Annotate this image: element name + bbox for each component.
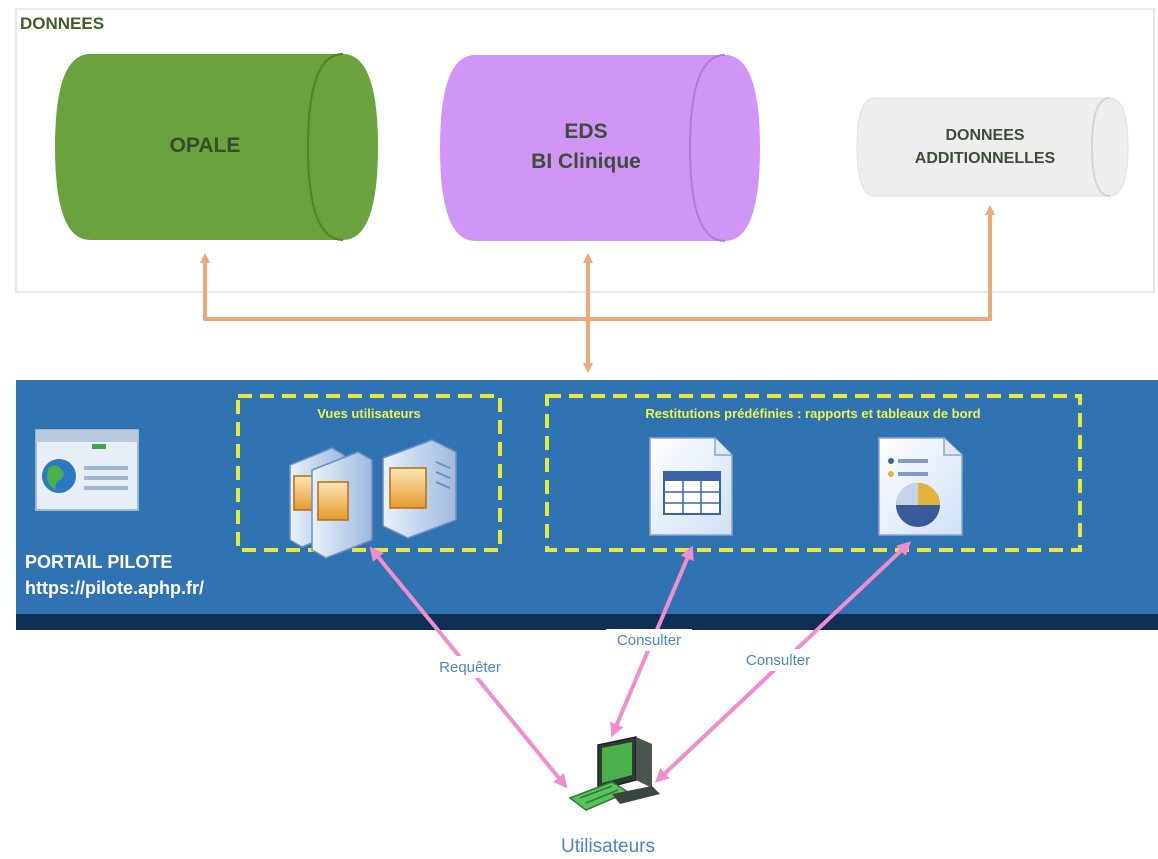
datasource-additional: DONNEES ADDITIONNELLES [856,97,1129,197]
datasource-opale: OPALE [55,53,378,241]
predefined-reports-title: Restitutions prédéfinies : rapports et t… [645,406,980,421]
datasource-eds-label-line2: BI Clinique [531,150,641,173]
flow-consult-report-label: Consulter [746,652,810,669]
flow-query-label: Requêter [439,659,501,676]
user-views-servers-icon [289,439,457,559]
flow-consult-table-label: Consulter [617,632,681,649]
datasource-eds: EDS BI Clinique [440,54,760,242]
user-views-group: Vues utilisateurs [236,394,502,559]
users-label: Utilisateurs [561,836,655,857]
data-section-title: DONNEES [20,14,104,33]
datasource-eds-label-line1: EDS [564,120,607,143]
portal-panel [16,380,1158,614]
user-views-frame [236,394,502,552]
users-computer-icon [568,736,660,811]
table-report-icon [649,437,733,536]
portal-browser-icon [35,429,139,511]
portal-section: PORTAIL PILOTE https://pilote.aphp.fr/ V… [16,380,1158,630]
pie-report-icon [878,437,963,536]
datasource-opale-label: OPALE [170,134,241,157]
datasource-additional-label-line2: ADDITIONNELLES [915,150,1056,167]
data-section: DONNEES OPALE EDS BI Clinique DONNEES AD… [15,8,1155,293]
predefined-reports-group: Restitutions prédéfinies : rapports et t… [545,394,1082,552]
users-node: Utilisateurs [561,736,660,857]
portal-url: https://pilote.aphp.fr/ [25,578,204,598]
portal-base-shadow [16,612,1158,630]
user-views-title: Vues utilisateurs [317,406,421,421]
data-connectors [200,205,995,373]
portal-name: PORTAIL PILOTE [25,552,172,572]
flow-labels: Requêter Consulter Consulter [428,629,821,678]
datasource-additional-label-line1: DONNEES [945,127,1024,144]
